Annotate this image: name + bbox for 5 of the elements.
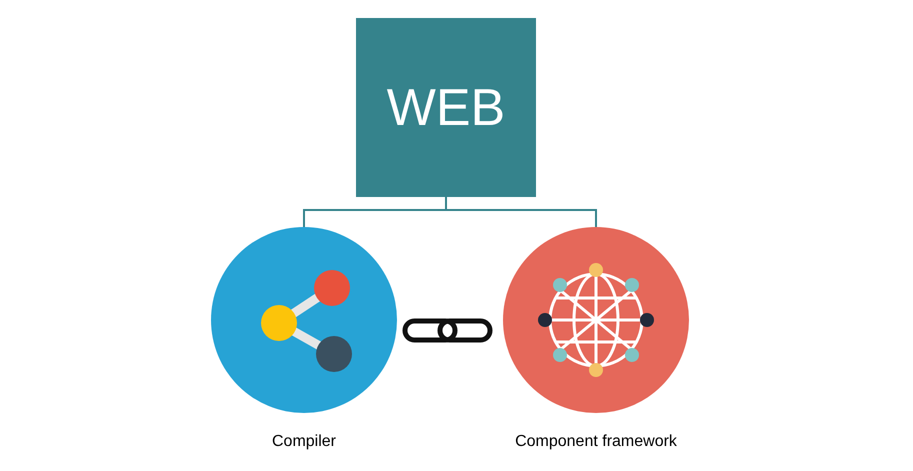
- node-label: Compiler: [272, 433, 336, 450]
- web-box: [356, 18, 536, 197]
- connector-line: [445, 197, 597, 227]
- box-title: WEB: [386, 78, 506, 138]
- node-label: Component framework: [515, 433, 677, 450]
